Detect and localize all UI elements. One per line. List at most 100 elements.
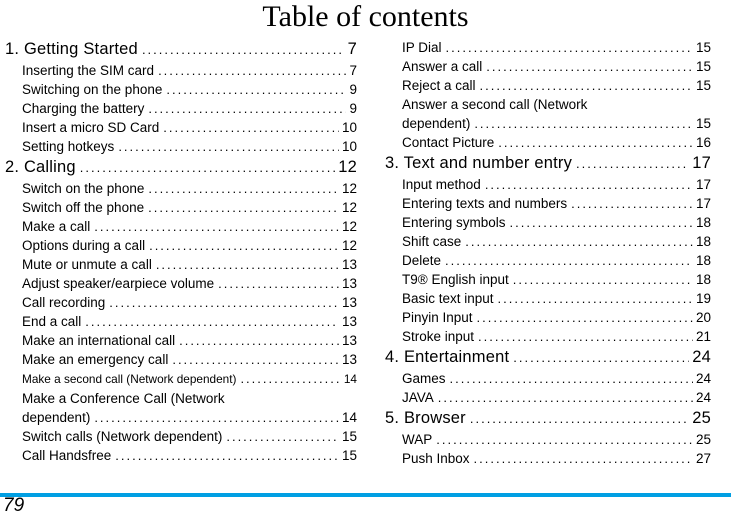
- toc-entry-label: Call recording: [22, 295, 106, 310]
- toc-entry[interactable]: Mute or unmute a call13: [5, 255, 357, 274]
- toc-entry[interactable]: JAVA24: [385, 388, 711, 407]
- toc-leader-dots: [148, 179, 339, 198]
- toc-section-entry[interactable]: 2. Calling12: [5, 156, 357, 179]
- toc-entry-page: 21: [695, 329, 711, 344]
- toc-entry[interactable]: T9® English input18: [385, 270, 711, 289]
- toc-entry-label: Entering symbols: [402, 215, 506, 230]
- toc-entry[interactable]: Make an international call13: [5, 331, 357, 350]
- toc-entry-label: Answer a call: [402, 59, 483, 74]
- toc-entry-label: Setting hotkeys: [22, 139, 115, 154]
- toc-entry[interactable]: Switch calls (Network dependent)15: [5, 427, 357, 446]
- toc-entry[interactable]: Switch on the phone12: [5, 179, 357, 198]
- toc-entry-label: Make a call: [22, 219, 91, 234]
- toc-leader-dots: [149, 236, 339, 255]
- toc-entry[interactable]: Reject a call15: [385, 76, 711, 95]
- toc-leader-dots: [474, 449, 693, 468]
- toc-entry[interactable]: Switch off the phone 12: [5, 198, 357, 217]
- toc-entry[interactable]: Make an emergency call13: [5, 350, 357, 369]
- toc-entry[interactable]: Pinyin Input20: [385, 308, 711, 327]
- toc-entry-page: 14: [341, 410, 357, 425]
- toc-entry[interactable]: Make a Conference Call (Network: [5, 389, 357, 408]
- toc-entry[interactable]: Entering texts and numbers17: [385, 194, 711, 213]
- toc-entry[interactable]: Shift case18: [385, 232, 711, 251]
- toc-column-left: 1. Getting Started7Inserting the SIM car…: [5, 38, 357, 468]
- toc-entry[interactable]: Push Inbox 27: [385, 449, 711, 468]
- toc-entry-label: Input method: [402, 177, 481, 192]
- toc-entry[interactable]: Call recording13: [5, 293, 357, 312]
- toc-leader-dots: [148, 99, 346, 118]
- toc-entry[interactable]: Charging the battery9: [5, 99, 357, 118]
- toc-leader-dots: [94, 217, 339, 236]
- toc-entry[interactable]: Basic text input19: [385, 289, 711, 308]
- toc-entry-page: 15: [695, 78, 711, 93]
- toc-leader-dots: [450, 369, 693, 388]
- toc-entry[interactable]: Input method 17: [385, 175, 711, 194]
- toc-entry[interactable]: Insert a micro SD Card10: [5, 118, 357, 137]
- toc-entry[interactable]: Adjust speaker/earpiece volume13: [5, 274, 357, 293]
- toc-leader-dots: [240, 369, 340, 389]
- toc-entry[interactable]: dependent)14: [5, 408, 357, 427]
- toc-entry-label: Charging the battery: [22, 101, 145, 116]
- toc-entry[interactable]: Inserting the SIM card7: [5, 61, 357, 80]
- toc-entry-page: 15: [695, 59, 711, 74]
- toc-entry-page: 12: [341, 200, 357, 215]
- toc-entry[interactable]: Stroke input21: [385, 327, 711, 346]
- toc-entry-page: 27: [695, 451, 711, 466]
- toc-leader-dots: [172, 350, 339, 369]
- toc-entry[interactable]: Setting hotkeys 10: [5, 137, 357, 156]
- toc-entry[interactable]: Delete 18: [385, 251, 711, 270]
- toc-entry-page: 18: [695, 253, 711, 268]
- toc-entry[interactable]: Entering symbols 18: [385, 213, 711, 232]
- toc-entry[interactable]: Make a second call (Network dependent)14: [5, 369, 357, 389]
- toc-leader-dots: [486, 57, 693, 76]
- toc-leader-dots: [226, 427, 339, 446]
- toc-entry[interactable]: Options during a call12: [5, 236, 357, 255]
- toc-entry[interactable]: Games24: [385, 369, 711, 388]
- toc-entry-page: 24: [695, 371, 711, 386]
- toc-entry-page: 24: [692, 348, 711, 366]
- toc-entry-page: 17: [695, 177, 711, 192]
- toc-section-entry[interactable]: 3. Text and number entry17: [385, 152, 711, 175]
- toc-entry-page: 12: [341, 219, 357, 234]
- toc-entry[interactable]: dependent)15: [385, 114, 711, 133]
- toc-entry-label: End a call: [22, 314, 82, 329]
- toc-entry-label: Contact Picture: [402, 135, 495, 150]
- toc-entry-label: Call Handsfree: [22, 448, 112, 463]
- toc-entry-label: Answer a second call (Network: [402, 97, 588, 112]
- toc-entry-label: Adjust speaker/earpiece volume: [22, 276, 215, 291]
- page-number: 79: [3, 495, 25, 516]
- toc-entry-label: Switch off the phone: [22, 200, 145, 215]
- footer-rule: [0, 493, 731, 497]
- toc-entry[interactable]: Contact Picture16: [385, 133, 711, 152]
- toc-page: Table of contents 1. Getting Started7Ins…: [0, 0, 731, 468]
- toc-entry-label: Switch on the phone: [22, 181, 145, 196]
- toc-entry-label: Delete: [402, 253, 442, 268]
- toc-entry[interactable]: Answer a second call (Network: [385, 95, 711, 114]
- toc-entry-label: Make a Conference Call (Network: [22, 391, 225, 406]
- toc-leader-dots: [148, 198, 339, 217]
- toc-entry[interactable]: End a call13: [5, 312, 357, 331]
- toc-entry[interactable]: IP Dial15: [385, 38, 711, 57]
- toc-entry-label: Push Inbox: [402, 451, 470, 466]
- toc-section-entry[interactable]: 4. Entertainment24: [385, 346, 711, 369]
- toc-entry-page: 9: [349, 82, 357, 97]
- toc-entry[interactable]: Switching on the phone9: [5, 80, 357, 99]
- toc-section-entry[interactable]: 1. Getting Started7: [5, 38, 357, 61]
- toc-entry-page: 25: [692, 409, 711, 427]
- toc-entry-label: Inserting the SIM card: [22, 63, 155, 78]
- toc-leader-dots: [156, 255, 339, 274]
- toc-entry-label: 1. Getting Started: [5, 40, 138, 58]
- toc-entry-page: 18: [695, 215, 711, 230]
- toc-section-entry[interactable]: 5. Browser25: [385, 407, 711, 430]
- toc-entry[interactable]: Call Handsfree15: [5, 446, 357, 465]
- toc-entry[interactable]: Answer a call 15: [385, 57, 711, 76]
- toc-columns: 1. Getting Started7Inserting the SIM car…: [5, 38, 731, 468]
- toc-entry-label: 2. Calling: [5, 158, 76, 176]
- toc-entry[interactable]: Make a call 12: [5, 217, 357, 236]
- toc-entry-label: Pinyin Input: [402, 310, 473, 325]
- toc-leader-dots: [498, 289, 693, 308]
- toc-entry-page: 10: [341, 139, 357, 154]
- toc-leader-dots: [498, 133, 693, 152]
- toc-entry-label: Make a second call (Network dependent): [22, 372, 237, 386]
- toc-entry[interactable]: WAP25: [385, 430, 711, 449]
